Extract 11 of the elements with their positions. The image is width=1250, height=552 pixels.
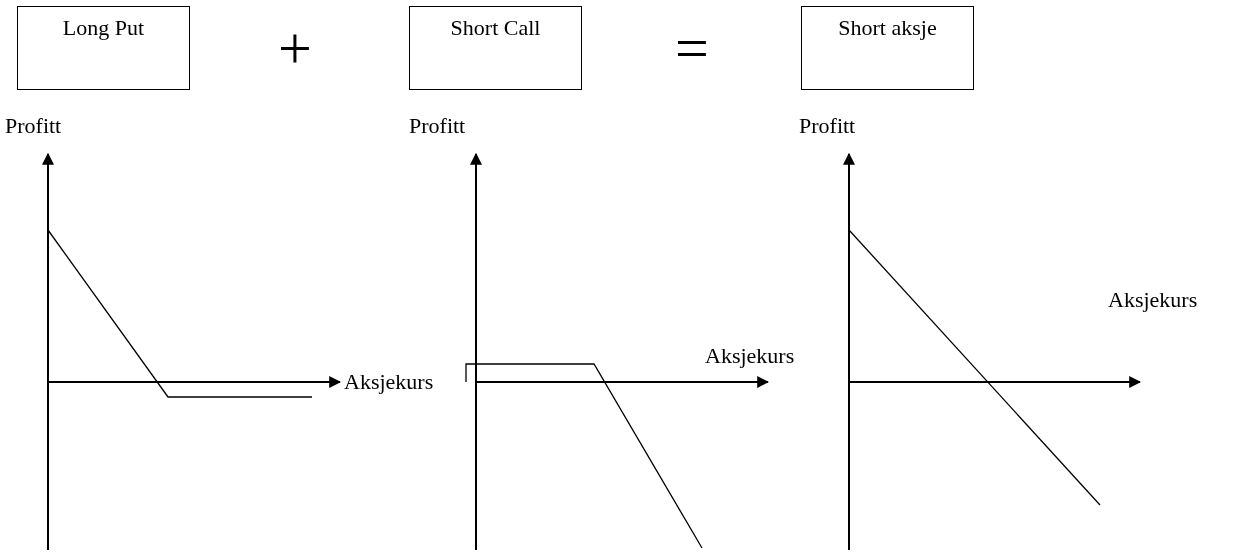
axis-label: Aksjekurs: [1108, 289, 1198, 311]
axis-label: Profitt: [5, 115, 62, 137]
operator-sign: =: [675, 18, 709, 78]
strategy-box: Long Put: [17, 6, 190, 90]
strategy-box: Short aksje: [801, 6, 974, 90]
axis-label: Profitt: [799, 115, 856, 137]
axis-label: Aksjekurs: [344, 371, 434, 393]
axis-label: Profitt: [409, 115, 466, 137]
operator-sign: +: [278, 18, 312, 78]
strategy-box: Short Call: [409, 6, 582, 90]
axis-label: Aksjekurs: [705, 345, 795, 367]
